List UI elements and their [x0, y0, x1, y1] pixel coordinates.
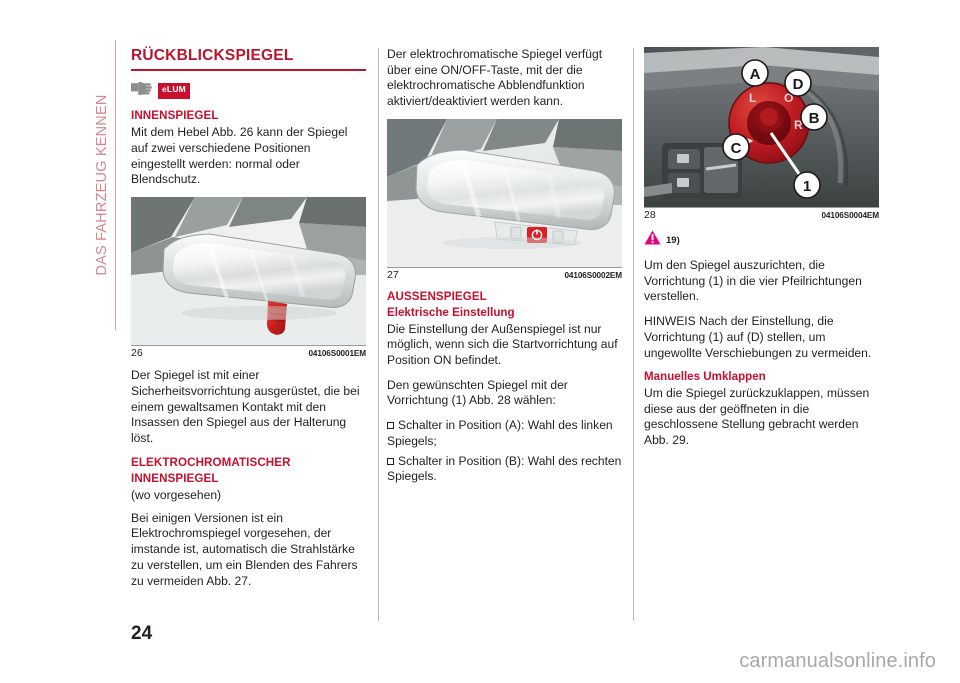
svg-text:L: L	[749, 91, 756, 105]
subheading-manuelles-umklappen: Manuelles Umklappen	[644, 370, 766, 384]
paragraph-onoff-taste: Der elektrochromatische Spiegel verfügt …	[387, 47, 603, 109]
side-tab-rule	[114, 40, 116, 330]
side-tab-label: DAS FAHRZEUG KENNEN	[94, 94, 110, 276]
svg-text:C: C	[731, 140, 742, 157]
paragraph-spiegel-waehlen: Den gewünschten Spiegel mit der Vorricht…	[387, 377, 568, 408]
column-3: L O R A D B C	[644, 47, 879, 458]
column-1: RÜCKBLICKSPIEGEL eLUM INNENSPIEGEL Mit d…	[131, 47, 366, 598]
figure-28-caption: 28 04106S0004EM	[644, 207, 879, 221]
figure-28-code: 04106S0004EM	[821, 211, 879, 220]
square-bullet-icon	[387, 422, 394, 430]
figure-26: 26 04106S0001EM	[131, 197, 366, 359]
warning-reference-row: 19)	[644, 230, 879, 250]
bullet-position-a-text: Schalter in Position (A): Wahl des linke…	[387, 418, 613, 448]
svg-text:B: B	[809, 110, 820, 127]
figure-27-code: 04106S0002EM	[564, 270, 622, 280]
column-2: Der elektrochromatische Spiegel verfügt …	[387, 47, 622, 489]
figure-26-caption: 26 04106S0001EM	[131, 345, 366, 359]
column-divider-1	[378, 48, 379, 621]
figure-27-number: 27	[387, 268, 399, 281]
subheading-elektrische-einstellung: Elektrische Einstellung	[387, 306, 515, 320]
figure-26-image	[131, 197, 366, 346]
paragraph-startvorrichtung: Die Einstellung der Außenspiegel ist nur…	[387, 321, 618, 367]
paragraph-innenspiegel: Mit dem Hebel Abb. 26 kann der Spiegel a…	[131, 125, 348, 187]
paragraph-wo-vorgesehen: (wo vorgesehen)	[131, 487, 222, 502]
chapter-side-tab: DAS FAHRZEUG KENNEN	[88, 40, 116, 330]
section-heading-innenspiegel-2: INNENSPIEGEL	[131, 471, 219, 485]
paragraph-elektrochrom: Bei einigen Versionen ist ein Elektrochr…	[131, 510, 358, 588]
figure-26-code: 04106S0001EM	[308, 349, 366, 359]
warning-note-number: 19)	[666, 234, 680, 246]
section-heading-aussenspiegel: AUSSENSPIEGEL	[387, 289, 487, 303]
figure-27: 27 04106S0002EM	[387, 118, 622, 281]
section-heading-innenspiegel: INNENSPIEGEL	[131, 109, 219, 123]
svg-text:O: O	[784, 91, 793, 105]
svg-text:A: A	[750, 66, 761, 83]
page-title: RÜCKBLICKSPIEGEL	[131, 47, 294, 64]
figure-28-image: L O R A D B C	[644, 47, 879, 207]
paragraph-safety-device: Der Spiegel ist mit einer Sicherheitsvor…	[131, 368, 360, 445]
svg-text:1: 1	[803, 178, 811, 195]
page-number: 24	[131, 623, 153, 644]
figure-27-caption: 27 04106S0002EM	[387, 266, 622, 281]
figure-28-number: 28	[644, 209, 656, 221]
elum-reference-row: eLUM	[131, 80, 366, 100]
section-heading-elektrochromatischer: ELEKTROCHROMATISCHER	[131, 455, 291, 469]
square-bullet-icon	[387, 457, 394, 465]
column-divider-2	[633, 48, 634, 621]
figure-26-number: 26	[131, 347, 143, 360]
paragraph-hinweis: HINWEIS Nach der Einstellung, die Vorric…	[644, 314, 872, 360]
title-underline	[131, 69, 366, 72]
paragraph-umklappen: Um die Spiegel zurückzuklappen, müssen d…	[644, 385, 870, 447]
svg-text:R: R	[794, 118, 803, 132]
bullet-position-a: Schalter in Position (A): Wahl des linke…	[387, 418, 622, 449]
figure-27-image	[387, 118, 622, 267]
bullet-position-b-text: Schalter in Position (B): Wahl des recht…	[387, 453, 622, 484]
elum-badge: eLUM	[158, 82, 190, 99]
site-watermark: carmanualsonline.info	[739, 650, 936, 672]
pointing-hand-icon	[131, 80, 153, 100]
paragraph-ausrichten: Um den Spiegel auszurichten, die Vorrich…	[644, 258, 862, 304]
figure-28: L O R A D B C	[644, 47, 879, 221]
warning-triangle-icon	[644, 230, 661, 250]
svg-text:D: D	[793, 76, 804, 93]
bullet-position-b: Schalter in Position (B): Wahl des recht…	[387, 454, 622, 485]
